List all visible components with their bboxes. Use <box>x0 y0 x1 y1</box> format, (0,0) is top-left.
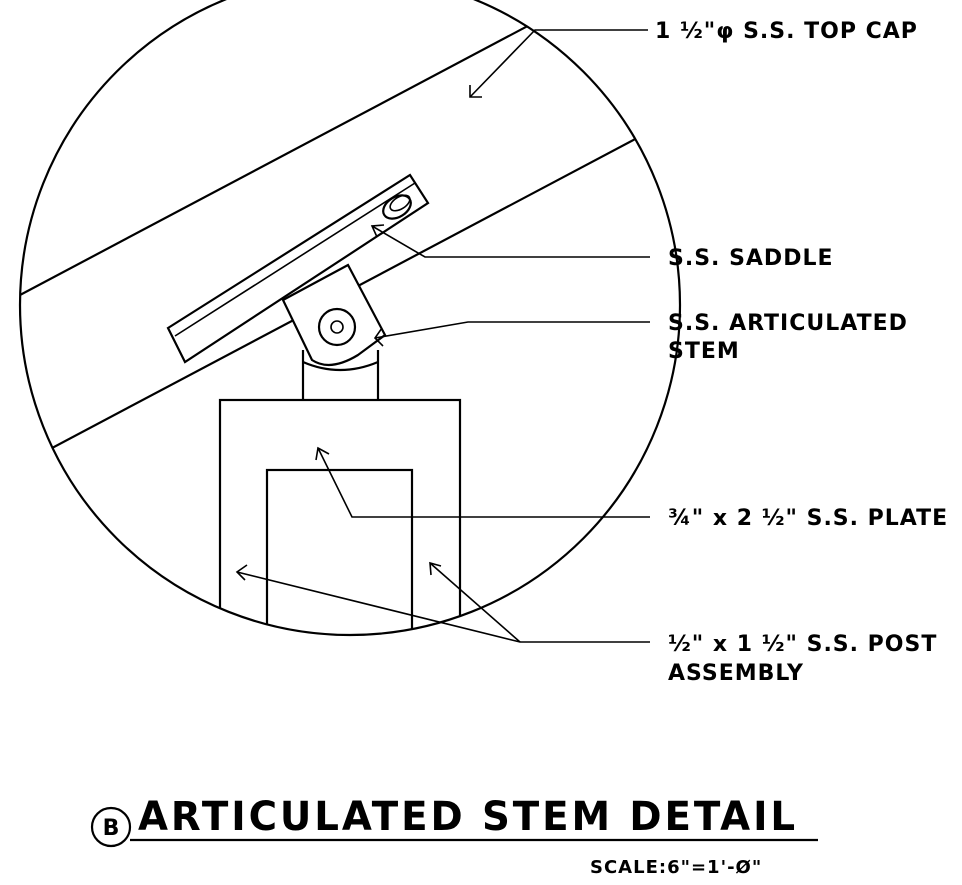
detail-tag: B <box>103 816 120 841</box>
title-block: B ARTICULATED STEM DETAIL SCALE:6"=1'-Ø" <box>90 794 818 878</box>
callout-top-cap: 1 ½"φ S.S. TOP CAP <box>655 19 918 44</box>
top-cap-upper-edge <box>20 0 680 296</box>
callout-plate: ¾" x 2 ½" S.S. PLATE <box>668 506 948 531</box>
detail-title: ARTICULATED STEM DETAIL <box>138 794 798 840</box>
post-assembly <box>218 398 462 635</box>
detail-scale: SCALE:6"=1'-Ø" <box>590 857 762 878</box>
leader-post-assembly <box>235 561 650 643</box>
leader-saddle <box>370 224 650 258</box>
callout-stem-line1: S.S. ARTICULATED <box>668 311 908 336</box>
leader-plate <box>315 446 650 518</box>
ss-plate <box>265 468 414 635</box>
detail-tag-circle <box>90 806 132 848</box>
articulated-stem-knuckle <box>281 263 387 367</box>
leader-stem <box>373 321 650 347</box>
detail-circle <box>18 0 682 637</box>
ss-saddle <box>166 173 430 364</box>
callout-post-line2: ASSEMBLY <box>668 661 804 686</box>
articulated-stem-tube <box>301 350 380 400</box>
leader-top-cap <box>469 29 648 98</box>
callout-stem-line2: STEM <box>668 339 740 364</box>
callout-saddle: S.S. SADDLE <box>668 246 834 271</box>
callout-post-line1: ½" x 1 ½" S.S. POST <box>668 632 937 657</box>
